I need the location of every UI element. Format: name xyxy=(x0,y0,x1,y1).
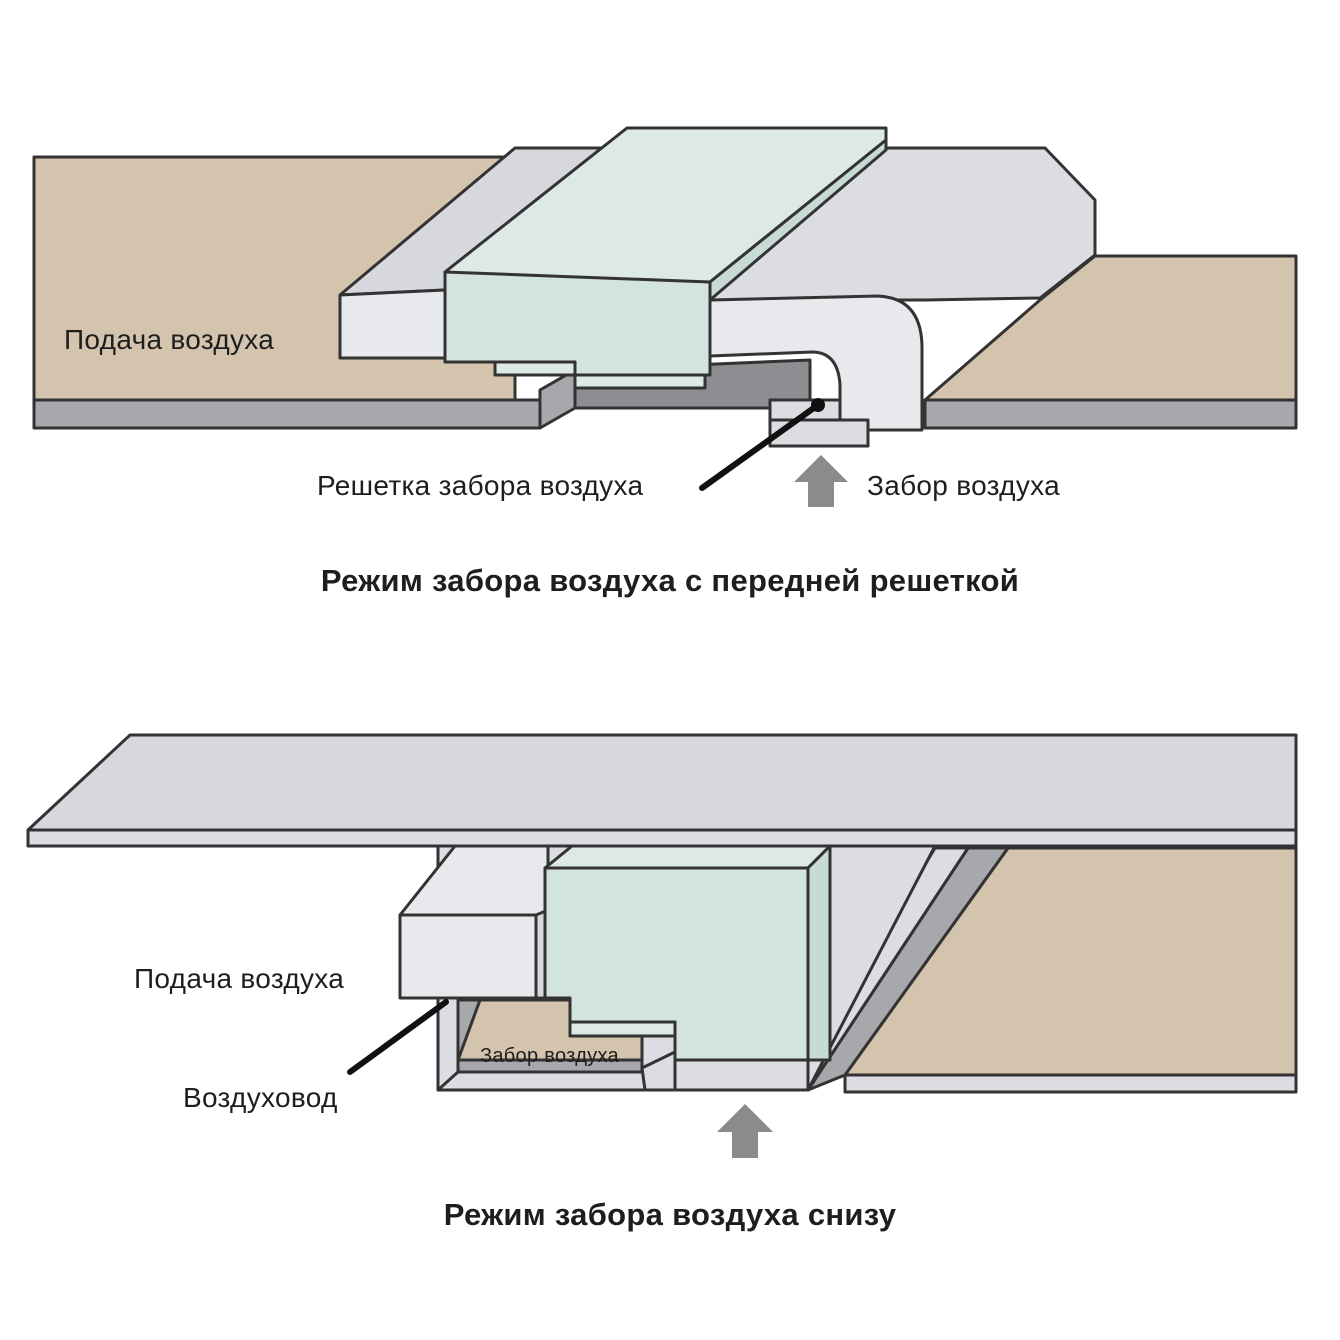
top-ac-unit-lip-left xyxy=(493,360,577,377)
bottom-slab-top xyxy=(26,733,1298,832)
bottom-intake-grille-step xyxy=(640,1050,677,1092)
top-caption: Режим забора воздуха с передней решеткой xyxy=(320,563,1020,598)
bottom-intake-label: Забор воздуха xyxy=(480,1045,619,1067)
bottom-ceiling-edge xyxy=(843,1073,1298,1094)
top-intake-grille-base xyxy=(768,418,870,448)
top-left-ceiling-edge xyxy=(32,398,542,430)
top-grille-label: Решетка забора воздуха xyxy=(317,470,644,501)
top-supply-label: Подача воздуха xyxy=(64,324,275,355)
top-recess-step xyxy=(538,368,577,430)
bottom-supply-duct-top xyxy=(398,844,550,917)
top-intake-label: Забор воздуха xyxy=(867,470,1060,501)
top-grille-pointer-dot xyxy=(811,398,825,412)
bottom-ac-unit-lip xyxy=(568,1020,677,1038)
bottom-slab-front xyxy=(26,828,1298,848)
bottom-diagram xyxy=(26,733,1298,1158)
bottom-duct-pointer-line xyxy=(347,999,449,1075)
top-diagram xyxy=(32,126,1298,507)
bottom-ac-unit-top xyxy=(543,844,832,870)
bottom-intake-grille xyxy=(673,1058,810,1092)
top-duct-elbow xyxy=(708,294,924,432)
top-ac-unit-side xyxy=(708,138,888,302)
top-grille-pointer-line xyxy=(699,402,821,491)
bottom-ac-unit-side xyxy=(806,844,832,1062)
top-supply-duct-front xyxy=(338,288,447,360)
bottom-duct-floor xyxy=(436,1070,662,1092)
bottom-supply-duct-front xyxy=(398,913,538,1000)
bottom-duct-label: Воздуховод xyxy=(183,1082,338,1113)
top-intake-arrow-icon xyxy=(794,455,848,507)
bottom-intake-arrow-icon xyxy=(717,1104,773,1158)
bottom-supply-label: Подача воздуха xyxy=(134,963,345,994)
bottom-caption: Режим забора воздуха снизу xyxy=(443,1197,897,1232)
top-ac-unit-lip-bottom xyxy=(573,373,707,390)
top-ac-unit-front xyxy=(443,270,712,377)
top-right-ceiling-edge xyxy=(923,398,1298,430)
